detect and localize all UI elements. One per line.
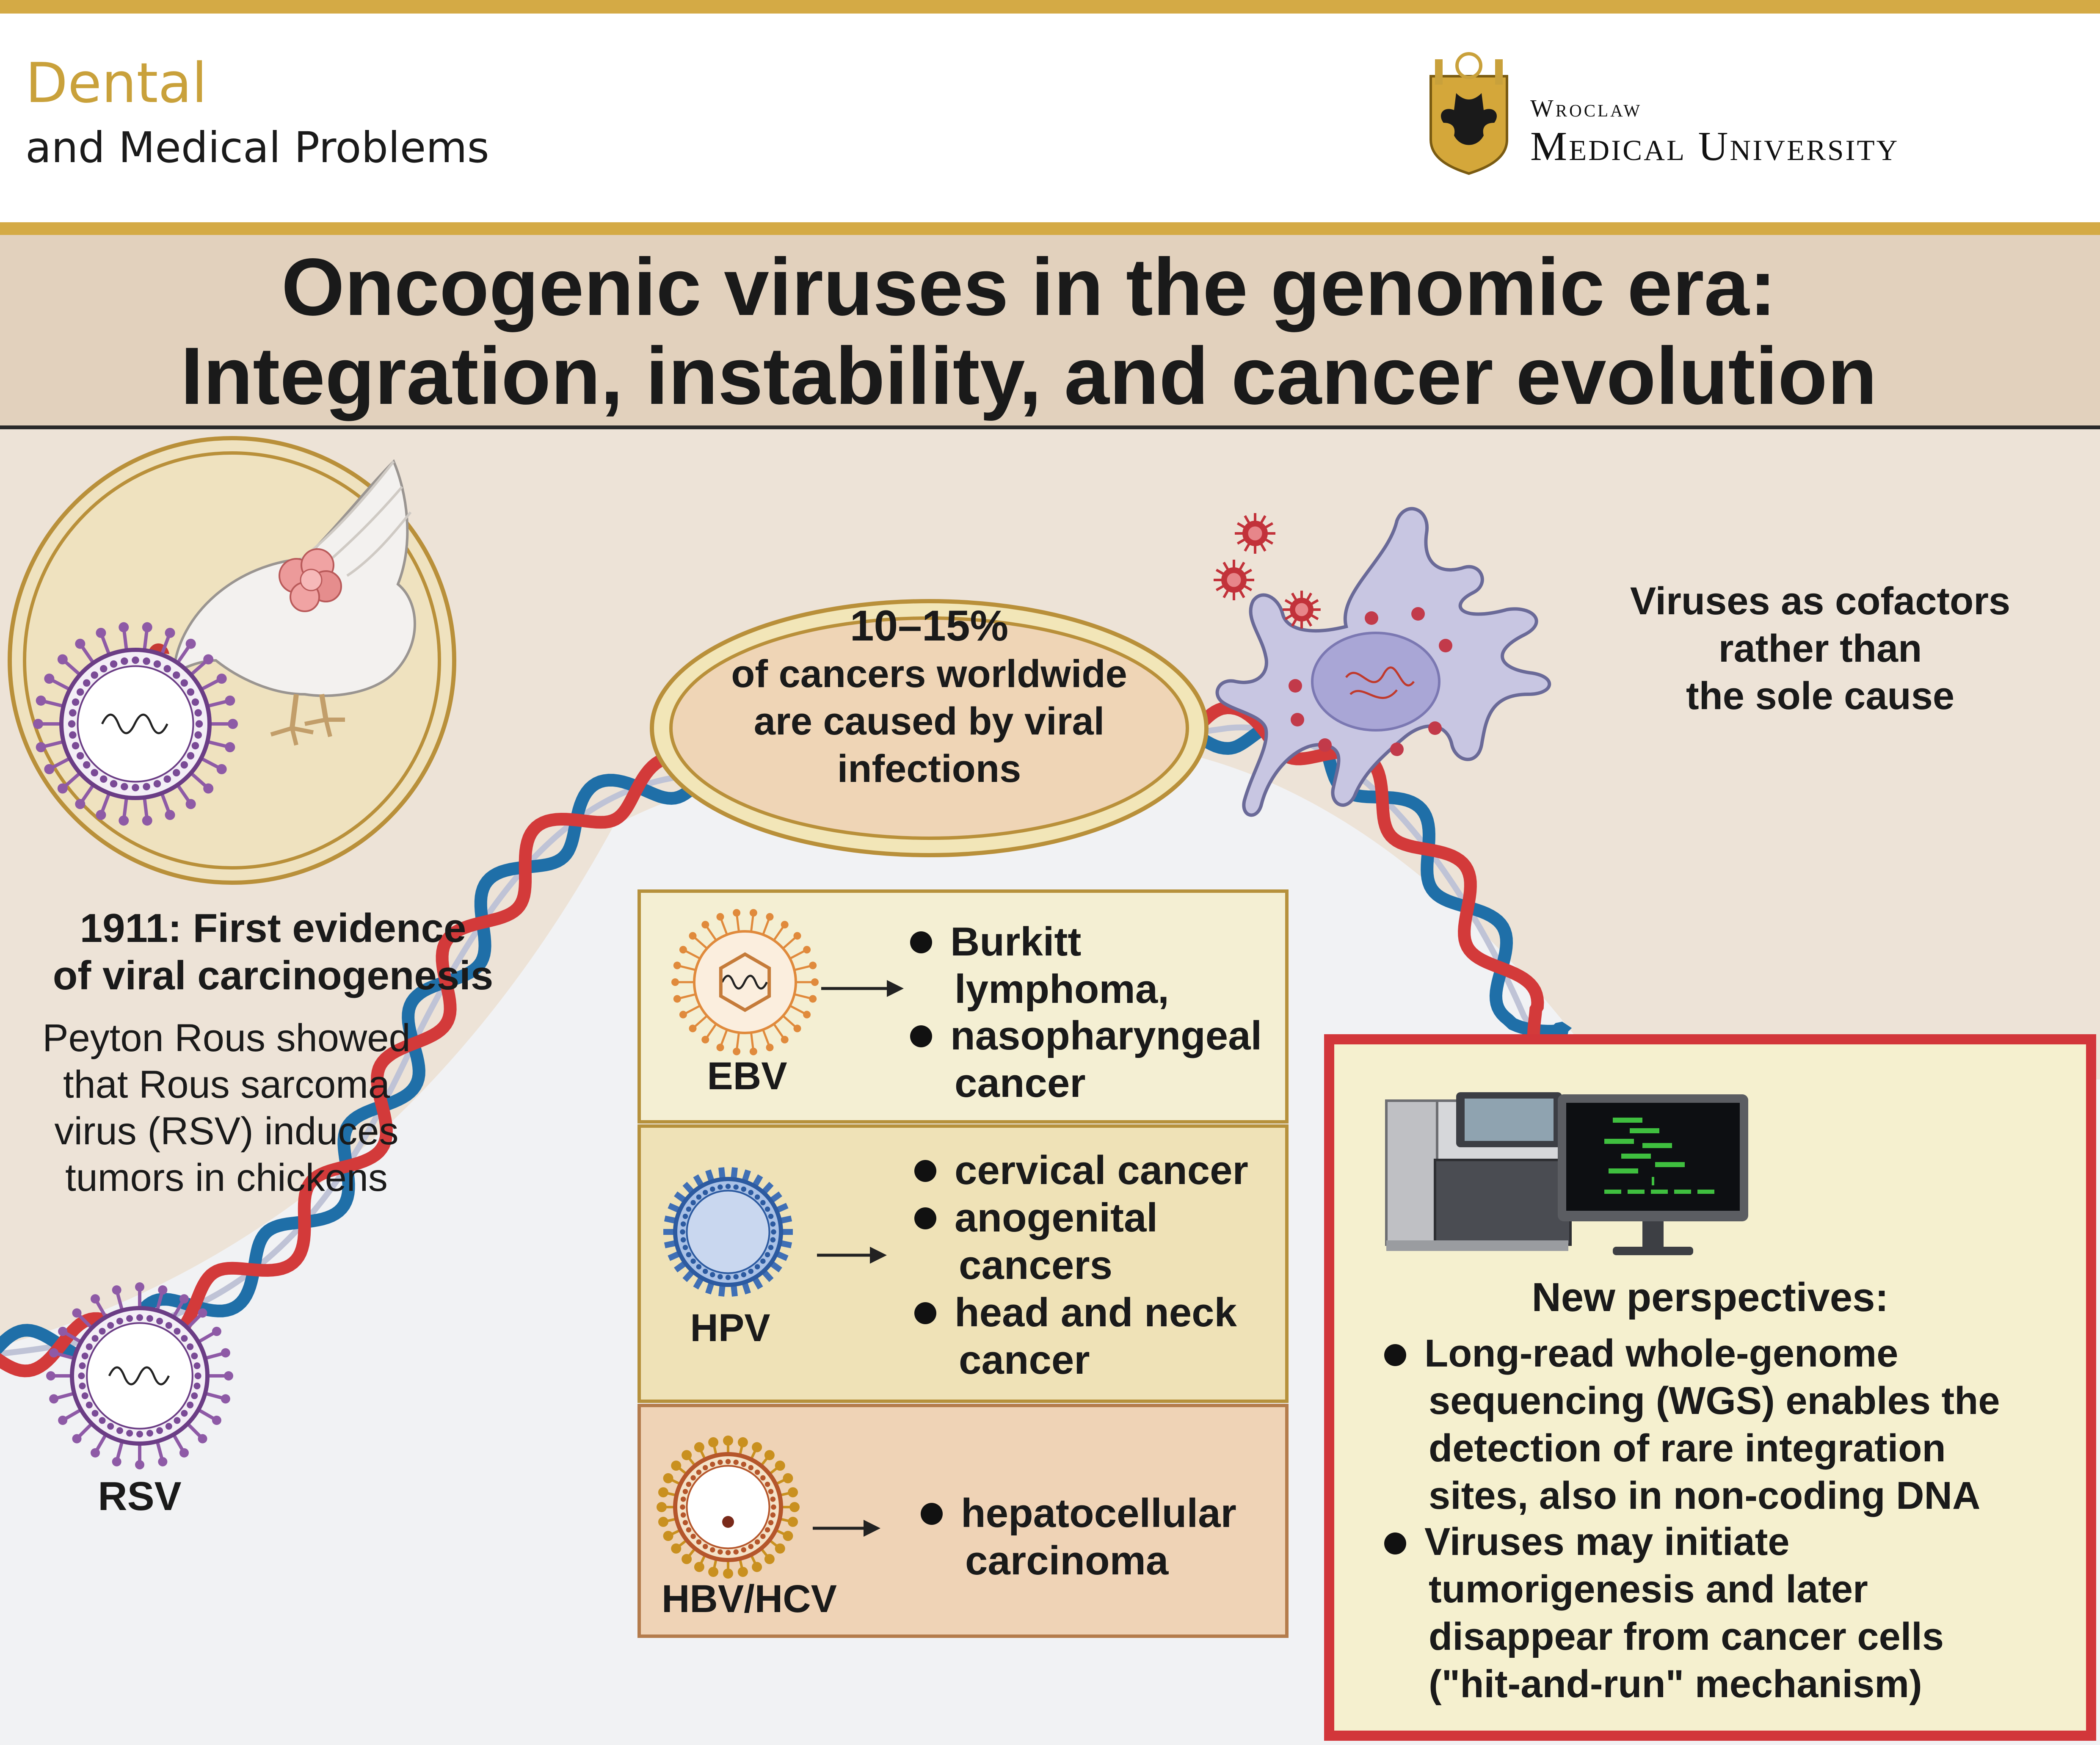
rsv-virus-icon bbox=[46, 1282, 233, 1469]
arrow-icon bbox=[813, 1520, 880, 1537]
cancer-line: cancers bbox=[959, 1242, 1112, 1288]
tumor-icon bbox=[279, 548, 342, 612]
perspective-line: disappear from cancer cells bbox=[1429, 1615, 1944, 1658]
perspectives-heading: New perspectives: bbox=[1532, 1275, 1889, 1320]
cancer-line: carcinoma bbox=[965, 1538, 1169, 1583]
perspective-line: ("hit-and-run" mechanism) bbox=[1429, 1662, 1922, 1706]
history-body-line: tumors in chickens bbox=[65, 1156, 388, 1199]
cofactors-line: rather than bbox=[1718, 627, 1922, 670]
bullet bbox=[921, 1503, 943, 1525]
bullet bbox=[910, 931, 932, 953]
rsv-virus-icon bbox=[33, 622, 238, 826]
bullet bbox=[914, 1207, 936, 1229]
hpv-virus-icon bbox=[663, 1167, 793, 1297]
bullet bbox=[1384, 1344, 1406, 1366]
history-body-line: that Rous sarcoma bbox=[63, 1063, 390, 1106]
cancer-line: nasopharyngeal bbox=[950, 1013, 1262, 1058]
cancer-line: Burkitt bbox=[950, 919, 1082, 964]
title-line1: Oncogenic viruses in the genomic era: bbox=[281, 241, 1777, 332]
perspective-line: Long-read whole-genome bbox=[1424, 1332, 1899, 1375]
virus-name-hpv: HPV bbox=[690, 1306, 770, 1350]
university-name-line1: Wroclaw bbox=[1530, 94, 1642, 122]
history-heading-line1: 1911: First evidence bbox=[80, 906, 466, 951]
virus-name-hbv-hcv: HBV/HCV bbox=[661, 1577, 837, 1621]
arrow-icon bbox=[821, 980, 904, 997]
ebv-virus-icon bbox=[671, 909, 819, 1055]
title-line2: Integration, instability, and cancer evo… bbox=[180, 330, 1877, 421]
perspective-line: sites, also in non-coding DNA bbox=[1429, 1474, 1981, 1517]
statistic-value: 10–15% bbox=[850, 602, 1009, 650]
history-body-line: virus (RSV) induces bbox=[54, 1110, 399, 1153]
sequencer-icon bbox=[1385, 1092, 1572, 1251]
perspective-line: detection of rare integration bbox=[1429, 1427, 1946, 1470]
monitor-icon bbox=[1558, 1094, 1748, 1255]
statistic-line: of cancers worldwide bbox=[731, 652, 1127, 696]
cancer-line: anogenital bbox=[955, 1195, 1158, 1240]
cancer-line: lymphoma, bbox=[955, 966, 1169, 1012]
perspective-line: sequencing (WGS) enables the bbox=[1429, 1379, 2000, 1422]
journal-name-line2: and Medical Problems bbox=[25, 123, 489, 172]
hbv-virus-icon bbox=[657, 1436, 800, 1579]
arrow-icon bbox=[817, 1247, 887, 1264]
history-heading-line2: of viral carcinogenesis bbox=[52, 953, 494, 998]
bullet bbox=[910, 1025, 932, 1047]
university-name-line2: Medical University bbox=[1530, 124, 1899, 169]
journal-name-line1: Dental bbox=[25, 51, 207, 115]
statistic-line: are caused by viral bbox=[753, 700, 1105, 743]
cofactors-line: Viruses as cofactors bbox=[1630, 580, 2011, 623]
history-body-line: Peyton Rous showed bbox=[42, 1016, 411, 1060]
bullet bbox=[914, 1160, 936, 1182]
cofactors-line: the sole cause bbox=[1686, 674, 1955, 718]
cancer-line: cancer bbox=[955, 1060, 1086, 1106]
cancer-line: cancer bbox=[959, 1337, 1090, 1383]
perspective-line: Viruses may initiate bbox=[1424, 1520, 1790, 1563]
rsv-label: RSV bbox=[98, 1474, 182, 1519]
small-virus-icon bbox=[1214, 513, 1321, 629]
cancer-line: hepatocellular bbox=[961, 1491, 1236, 1536]
crest-icon bbox=[1429, 52, 1508, 175]
perspective-line: tumorigenesis and later bbox=[1429, 1568, 1868, 1611]
cancer-line: head and neck bbox=[955, 1290, 1237, 1335]
dendritic-cell-icon bbox=[1215, 507, 1551, 817]
chicken-icon bbox=[129, 459, 416, 746]
title-band bbox=[0, 235, 2100, 425]
cancer-line: cervical cancer bbox=[955, 1148, 1248, 1193]
statistic-line: infections bbox=[837, 747, 1021, 790]
bullet bbox=[1384, 1532, 1406, 1554]
virus-name-ebv: EBV bbox=[707, 1055, 787, 1098]
bullet bbox=[914, 1302, 936, 1324]
